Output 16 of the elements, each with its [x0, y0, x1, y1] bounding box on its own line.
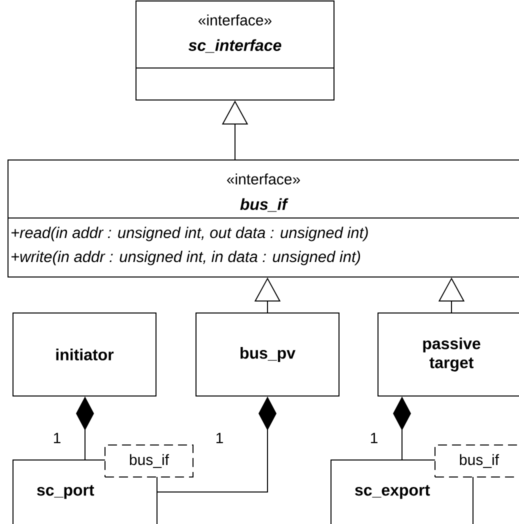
- class-box: bus_pv: [196, 312, 340, 396]
- interface-name: sc_interface: [188, 39, 282, 53]
- operation-text: +read(in addr : unsigned int, out data : unsigned int): [12, 226, 368, 242]
- multiplicity-label: 1: [52, 432, 62, 444]
- operation-text: +write(in addr : unsigned int, in data : unsigned int): [12, 250, 360, 266]
- class-box: initiator: [12, 312, 156, 396]
- interface-box: [136, 0, 334, 100]
- port-interface-box: bus_if: [104, 444, 194, 478]
- interface-box: [8, 160, 519, 278]
- multiplicity-label: 1: [214, 432, 225, 444]
- multiplicity-label: 1: [368, 432, 380, 444]
- class-box: passive target: [378, 312, 519, 396]
- stereotype-label: «interface»: [198, 14, 272, 26]
- interface-name: bus_if: [240, 198, 288, 212]
- port-interface-box: bus_if: [434, 444, 519, 478]
- stereotype-label: «interface»: [227, 174, 300, 184]
